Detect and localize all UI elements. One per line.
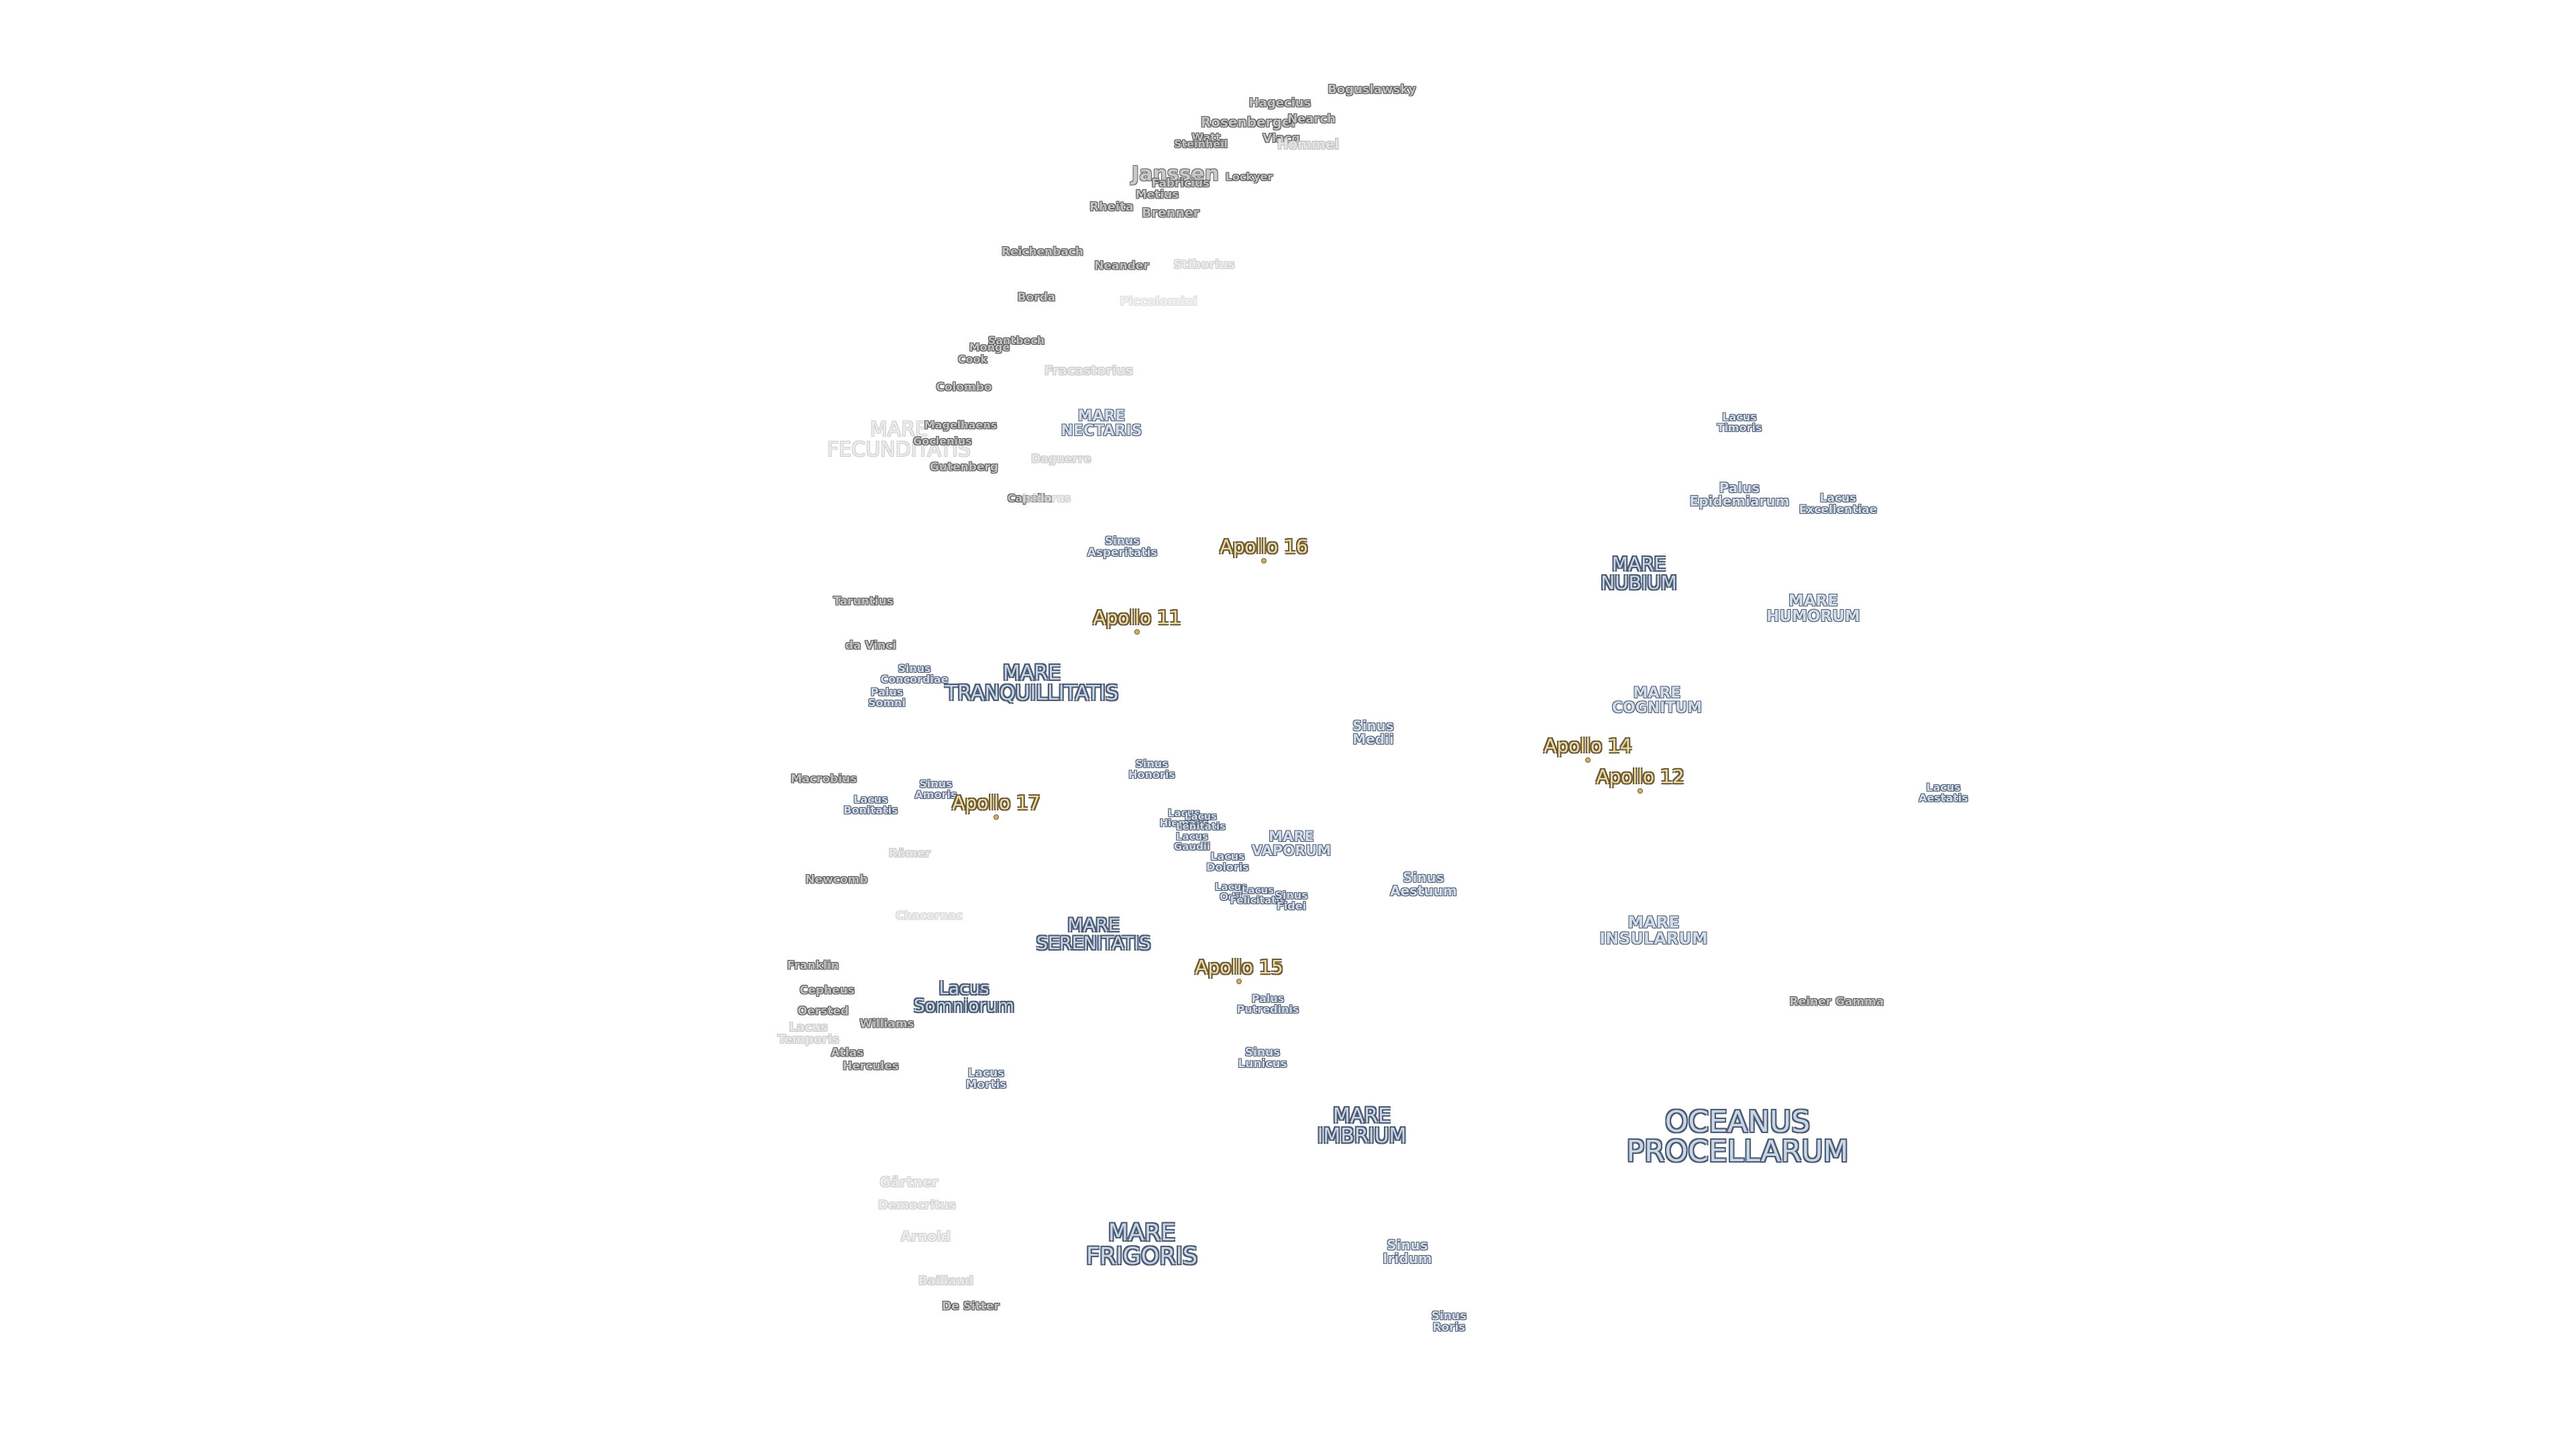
landing-site-marker-apollo-15 xyxy=(1236,979,1242,984)
map-label-mare-frigoris: MARE FRIGORIS xyxy=(1085,1220,1198,1270)
map-label-apollo-12: Apollo 12 xyxy=(1596,765,1684,788)
map-label-mare-cognitum: MARE COGNITUM xyxy=(1611,685,1703,716)
map-label-sinus-aestuum: Sinus Aestuum xyxy=(1390,869,1457,899)
map-label-newcomb: Newcomb xyxy=(805,873,868,887)
map-label-goclenius: Goclenius xyxy=(913,435,972,447)
map-label-hercules: Hercules xyxy=(843,1059,899,1073)
map-label-borda: Borda xyxy=(1017,290,1056,305)
map-label-palus-epidemiarum: Palus Epidemiarum xyxy=(1689,480,1790,509)
map-label-sinus-lunicus: Sinus Lunicus xyxy=(1238,1046,1287,1071)
map-label-mare-humorum: MARE HUMORUM xyxy=(1766,592,1860,625)
map-label-bailaud: Baillaud xyxy=(918,1274,974,1288)
map-label-apollo-15: Apollo 15 xyxy=(1195,956,1283,978)
map-label-lacus-felicitatis: Lacus Felicitatis xyxy=(1230,884,1286,906)
map-label-metius: Metius xyxy=(1135,188,1179,202)
map-label-apollo-17: Apollo 17 xyxy=(952,792,1040,814)
map-label-oceanus-procellarum: OCEANUS PROCELLARUM xyxy=(1626,1105,1849,1169)
map-label-daguerre: Daguerre xyxy=(1031,452,1091,466)
map-label-gartner: Gärtner xyxy=(879,1174,938,1190)
map-label-williams: Williams xyxy=(859,1017,914,1031)
map-label-lacus-somniorum: Lacus Somniorum xyxy=(914,979,1014,1016)
map-label-palus-putredinis: Palus Putredinis xyxy=(1236,992,1299,1016)
map-label-stiborius: Stiborius xyxy=(1173,258,1235,272)
map-label-mare-nectaris: MARE NECTARIS xyxy=(1061,408,1142,439)
map-label-macrobius: Macrobius xyxy=(790,772,857,786)
map-label-lacus-doloris: Lacus Doloris xyxy=(1206,850,1249,873)
map-label-rheita: Rheita xyxy=(1089,200,1134,214)
map-label-watt: Watt xyxy=(1191,131,1221,144)
map-label-capella: Capella xyxy=(1007,492,1053,504)
map-label-sinus-medii: Sinus Medii xyxy=(1352,718,1394,747)
landing-site-marker-apollo-16 xyxy=(1261,558,1267,564)
map-label-monge: Monge xyxy=(969,341,1010,354)
landing-site-marker-apollo-14 xyxy=(1585,757,1591,763)
map-label-taruntius: Taruntius xyxy=(833,594,894,608)
map-label-mare-serenitatis: MARE SERENITATIS xyxy=(1036,915,1151,954)
map-label-sinus-roris: Sinus Roris xyxy=(1431,1309,1467,1334)
map-label-sinus-amoris: Sinus Amoris xyxy=(914,777,957,801)
map-label-sinus-honoris: Sinus Honoris xyxy=(1128,757,1175,781)
map-label-palus-somni: Palus Somni xyxy=(867,686,906,709)
map-label-sinus-fidei: Sinus Fidei xyxy=(1275,889,1308,912)
map-label-brenner: Brenner xyxy=(1141,205,1200,221)
map-label-fabricius: Fabricius xyxy=(1151,176,1210,191)
map-label-sinus-iridum: Sinus Iridum xyxy=(1383,1237,1432,1267)
map-label-lacus-excellentiae: Lacus Excellentiae xyxy=(1799,492,1878,517)
map-label-mare-insularum: MARE INSULARUM xyxy=(1599,913,1708,948)
map-label-sinus-asperitatis: Sinus Asperitatis xyxy=(1087,535,1158,559)
map-label-reiner-gamma: Reiner Gamma xyxy=(1789,995,1884,1009)
map-label-arnold: Arnold xyxy=(900,1228,951,1244)
map-label-mare-tranquillitatis: MARE TRANQUILLITATIS xyxy=(945,661,1119,705)
map-label-apollo-14: Apollo 14 xyxy=(1544,735,1632,757)
map-label-lacus-mortis: Lacus Mortis xyxy=(965,1067,1007,1091)
map-label-reichenbach: Reichenbach xyxy=(1001,245,1084,259)
map-label-lacus-aestatis: Lacus Aestatis xyxy=(1919,781,1968,804)
map-label-atlas: Atlas xyxy=(830,1046,864,1060)
map-label-de-sitter: De Sitter xyxy=(942,1299,1000,1313)
map-label-vlacq: Vlacq xyxy=(1263,131,1300,146)
map-label-mare-fecunditatis: MARE FECUNDITATIS xyxy=(827,418,971,462)
map-label-steinheil: Steinheil xyxy=(1173,138,1228,150)
map-label-rosenberger: Rosenberger xyxy=(1200,114,1298,130)
map-label-colombo: Colombo xyxy=(936,380,992,394)
map-label-cook: Cook xyxy=(957,353,988,366)
map-label-lacus-bonitatis: Lacus Bonitatis xyxy=(843,793,898,816)
landing-site-marker-apollo-11 xyxy=(1134,629,1140,635)
map-label-hommel: Hommel xyxy=(1277,136,1340,152)
map-label-lockyer: Lockyer xyxy=(1225,170,1273,183)
map-label-mare-vaporum: MARE VAPORUM xyxy=(1251,828,1332,859)
map-label-lacus-temporis: Lacus Temporis xyxy=(777,1020,839,1046)
map-label-lacus-odii: Lacus Odii xyxy=(1214,881,1248,903)
map-label-romer: Römer xyxy=(888,847,931,861)
map-label-piccolomini: Piccolomini xyxy=(1120,294,1197,309)
map-label-hagecius: Hagecius xyxy=(1248,96,1311,110)
landing-site-marker-apollo-12 xyxy=(1638,788,1643,794)
map-label-apollo-16: Apollo 16 xyxy=(1220,535,1308,557)
map-label-lacus-hiemalis: Lacus Hiemalis xyxy=(1159,807,1209,829)
map-label-apollo-11: Apollo 11 xyxy=(1093,606,1181,629)
map-label-franklin: Franklin xyxy=(787,959,839,973)
map-label-lacus-gaudii: Lacus Gaudii xyxy=(1173,830,1211,853)
map-label-chacornac: Chacornac xyxy=(896,909,963,923)
map-label-gutenberg: Gutenberg xyxy=(929,460,999,474)
map-label-isidorus: Isidorus xyxy=(1022,492,1071,504)
map-label-neander: Neander xyxy=(1094,259,1149,273)
map-label-democritus: Democritus xyxy=(877,1198,957,1212)
map-label-mare-imbrium: MARE IMBRIUM xyxy=(1317,1104,1407,1148)
landing-site-marker-apollo-17 xyxy=(994,814,999,820)
map-label-cepheus: Cepheus xyxy=(799,983,855,998)
map-label-oersted: Oersted xyxy=(797,1004,849,1018)
map-label-magelhaens: Magelhaens xyxy=(924,419,998,431)
map-label-nearch: Nearch xyxy=(1287,112,1336,126)
map-label-sinus-concordiae: Sinus Concordiae xyxy=(880,662,949,686)
map-label-fracastorius: Fracastorius xyxy=(1044,363,1134,378)
map-label-janssen: Janssen xyxy=(1131,162,1220,186)
map-label-boguslawsky: Boguslawsky xyxy=(1328,83,1416,97)
map-label-mare-nubium: MARE NUBIUM xyxy=(1601,553,1677,594)
map-label-da-vinci: da Vinci xyxy=(845,639,897,653)
map-label-santbech: Santbech xyxy=(987,334,1045,347)
map-label-lacus-timoris: Lacus Timoris xyxy=(1717,411,1762,434)
map-label-lacus-lenitatis: Lacus Lenitatis xyxy=(1175,810,1226,833)
